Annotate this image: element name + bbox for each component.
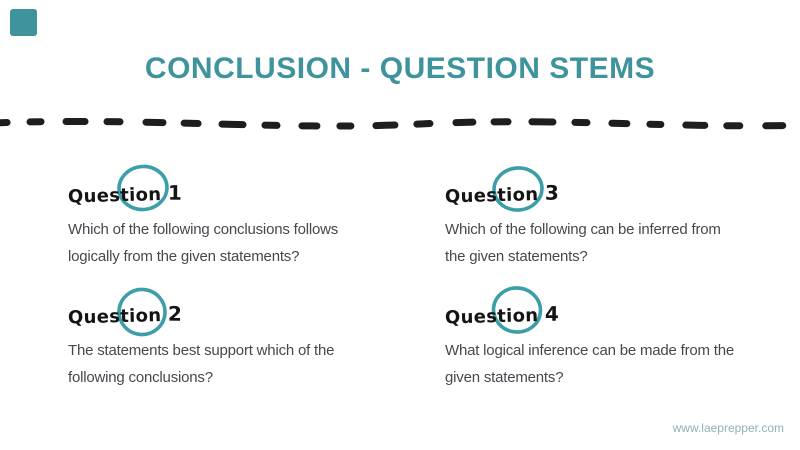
slide-title: CONCLUSION - QUESTION STEMS <box>144 52 656 85</box>
question-3-text-line-2: the given statements? <box>445 248 588 265</box>
footer-website-text: www.laeprepper.com <box>672 421 784 435</box>
question-4-text-line-1: What logical inference can be made from … <box>445 342 735 359</box>
question-2-text-line-1: The statements best support which of the <box>68 342 335 359</box>
question-3-text: Which of the following can be inferred f… <box>445 216 790 270</box>
question-2-text: The statements best support which of the… <box>68 337 413 391</box>
question-1-text: Which of the following conclusions follo… <box>68 216 413 270</box>
question-3-text-line-1: Which of the following can be inferred f… <box>445 221 721 238</box>
question-1-text-line-2: logically from the given statements? <box>68 248 300 265</box>
question-4-text: What logical inference can be made from … <box>445 337 790 391</box>
question-1-text-line-1: Which of the following conclusions follo… <box>68 221 339 238</box>
question-4-number: 4 <box>545 301 560 326</box>
question-1-label-word: Question <box>67 184 162 208</box>
question-2-number: 2 <box>168 301 183 326</box>
corner-accent-square <box>10 9 37 36</box>
question-2-label-word: Question <box>67 305 162 329</box>
question-3-number: 3 <box>545 180 560 205</box>
question-1-number: 1 <box>168 180 183 205</box>
question-3-label-word: Question <box>444 184 539 208</box>
question-4-label-word: Question <box>444 305 539 329</box>
question-2-text-line-2: following conclusions? <box>68 369 213 386</box>
question-4-text-line-2: given statements? <box>445 369 564 386</box>
dashed-divider-line <box>0 117 800 130</box>
